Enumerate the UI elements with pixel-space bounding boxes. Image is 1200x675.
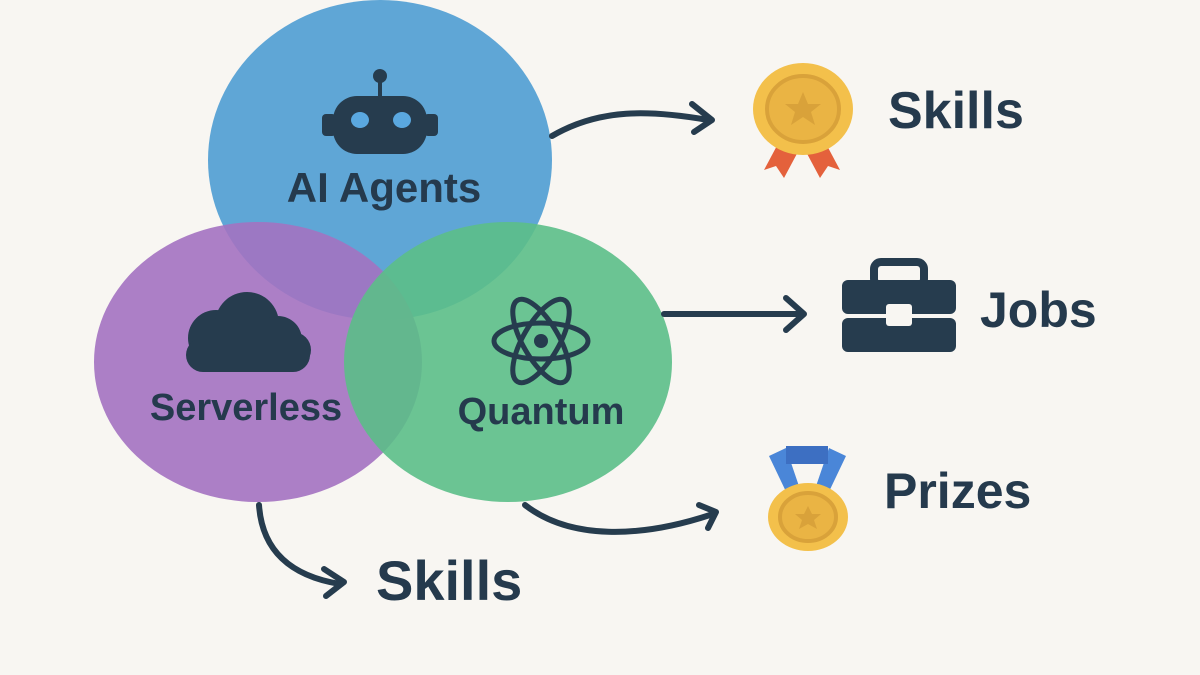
arrow-quantum-to-prizes [522,502,719,535]
arrow-ai-agents-to-skills [549,101,715,139]
cloud-icon [186,292,311,372]
circle-label-quantum: Quantum [458,391,625,433]
circle-quantum [344,222,672,502]
outcome-label-skills-bottom: Skills [376,549,522,612]
medal-icon [768,446,848,551]
outcome-label-prizes: Prizes [884,463,1031,519]
arrow-quantum-to-jobs [661,295,807,333]
briefcase-icon [842,258,956,352]
atom-icon [491,296,591,386]
award-ribbon-icon [753,63,853,178]
robot-icon [322,69,438,154]
circle-label-ai-agents: AI Agents [287,164,481,211]
outcome-label-jobs: Jobs [980,282,1097,338]
circle-label-serverless: Serverless [150,387,342,429]
outcome-label-skills-top: Skills [888,82,1024,140]
arrow-serverless-to-skills [256,502,347,599]
